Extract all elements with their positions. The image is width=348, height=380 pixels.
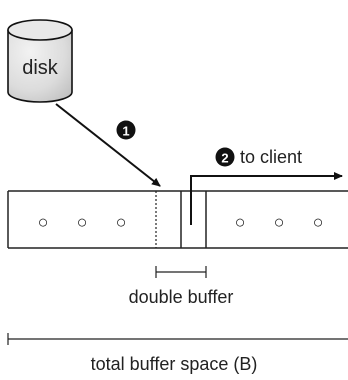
disk-label: disk	[22, 57, 59, 79]
buffer-slot: ○	[38, 212, 49, 232]
buffer-slot: ○	[313, 212, 324, 232]
total-buffer-dimension	[7, 333, 348, 345]
buffer-slot: ○	[235, 212, 246, 232]
disk-to-buffer-arrow	[55, 103, 161, 187]
double-buffer-label: double buffer	[129, 287, 234, 307]
step-2-badge: 2	[215, 147, 235, 167]
svg-text:1: 1	[122, 124, 129, 139]
buffer-slot: ○	[77, 212, 88, 232]
to-client-label: to client	[240, 147, 302, 167]
svg-text:2: 2	[221, 151, 228, 166]
buffer-slot: ○	[274, 212, 285, 232]
total-buffer-label: total buffer space (B)	[91, 354, 258, 374]
double-buffer	[155, 191, 207, 248]
buffer-to-client-arrow	[190, 172, 343, 225]
disk-cylinder: disk	[7, 19, 73, 103]
step-1-badge: 1	[116, 120, 136, 140]
double-buffer-dimension	[155, 266, 207, 278]
buffer-strip: ○ ○ ○ ○ ○ ○	[7, 190, 348, 249]
buffer-slot: ○	[116, 212, 127, 232]
